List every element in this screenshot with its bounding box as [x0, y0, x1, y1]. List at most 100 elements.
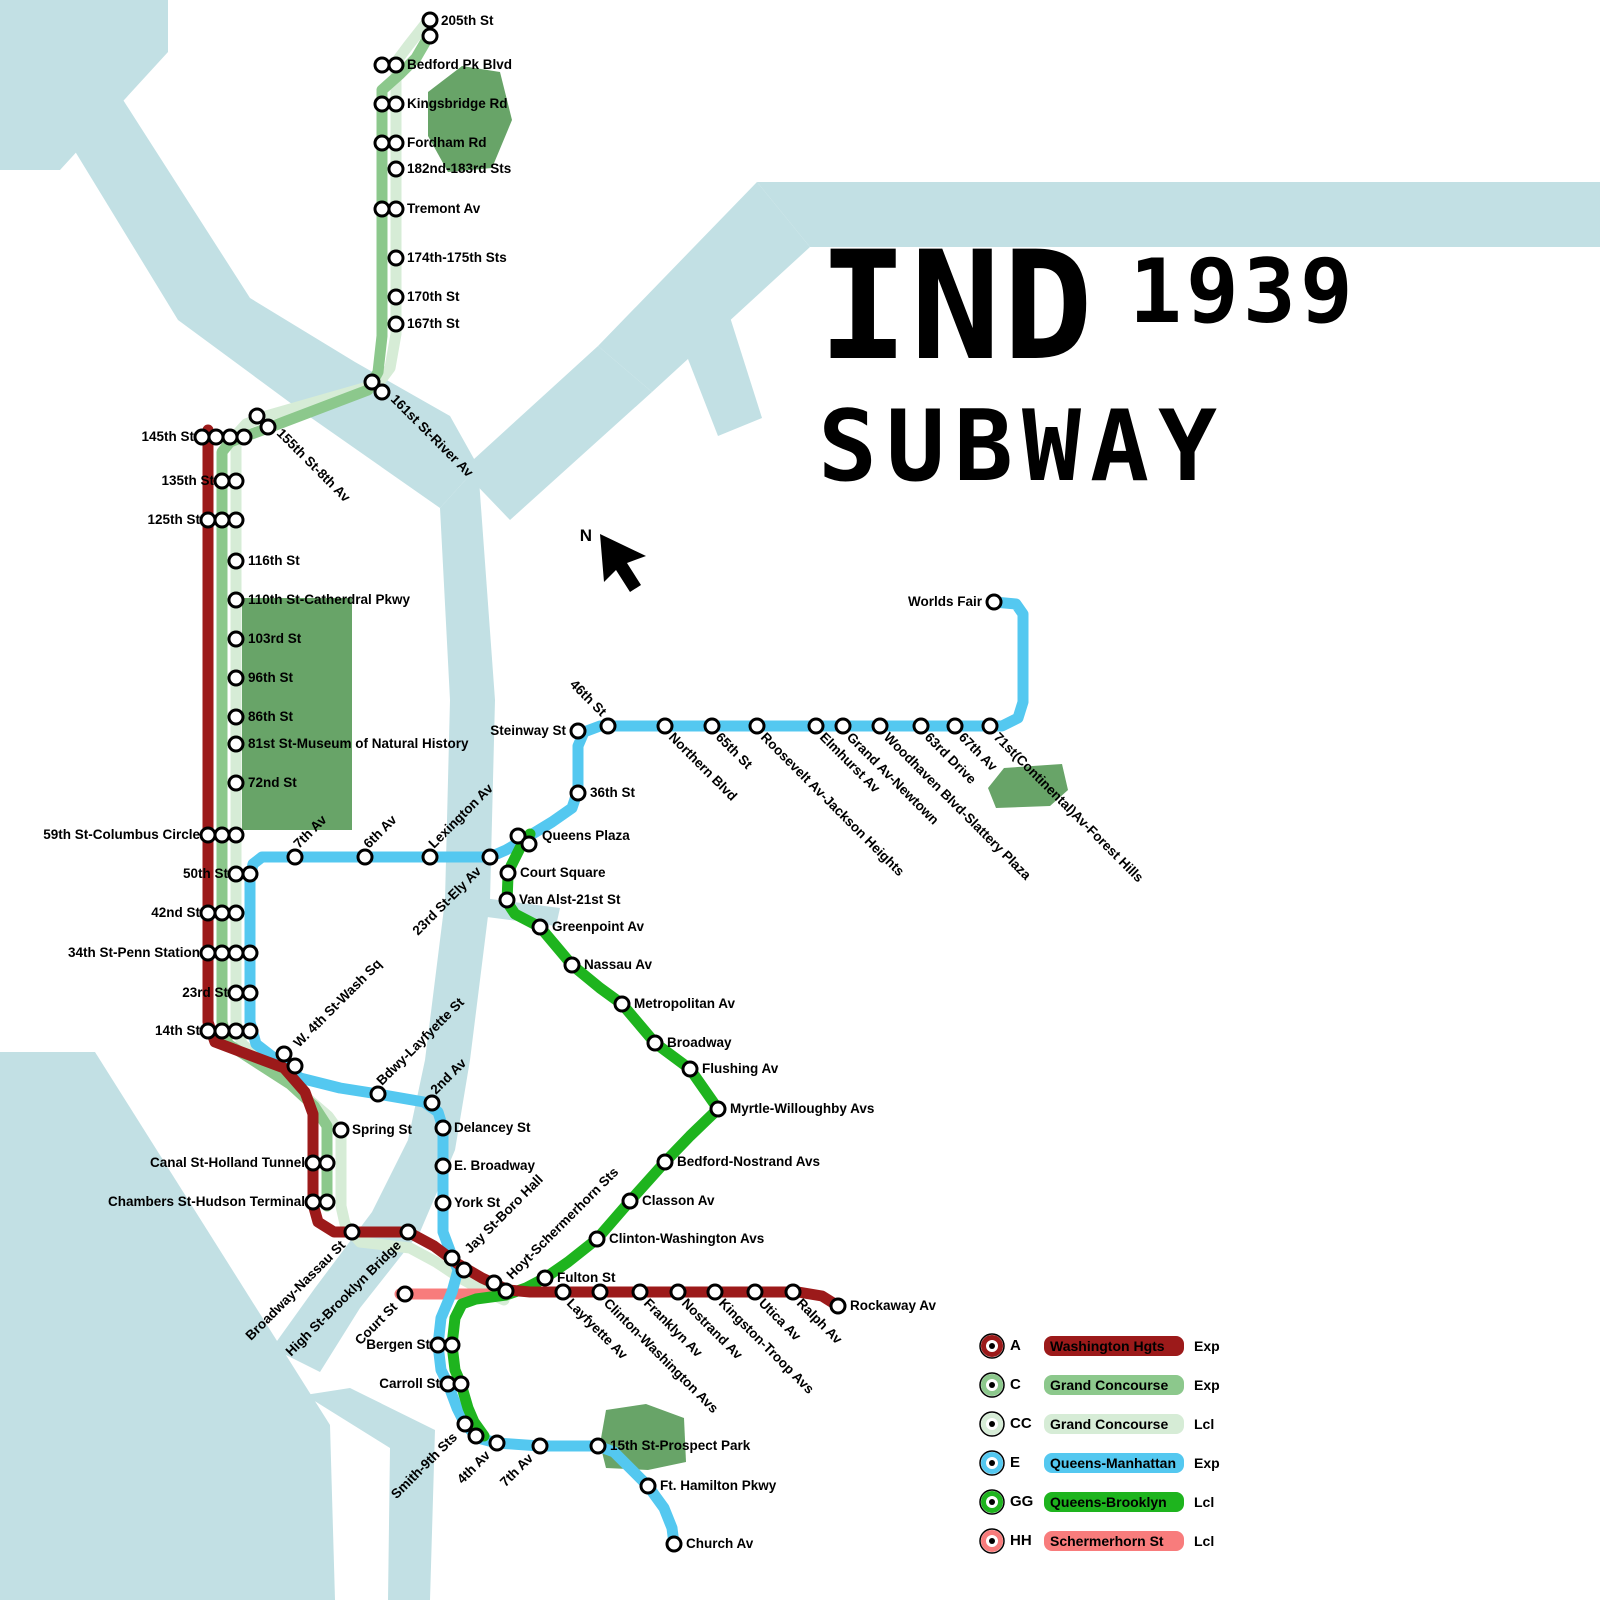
station-label: 23rd St [182, 985, 228, 1000]
legend-row-a: A Washington Hgts Exp [978, 1326, 1220, 1365]
station-marker [807, 717, 825, 735]
legend-route-name: Schermerhorn St [1044, 1530, 1184, 1551]
station-label: 36th St [590, 785, 636, 800]
station-marker [373, 134, 391, 152]
station-marker [498, 891, 516, 909]
legend-service-letter: E [1010, 1454, 1021, 1471]
station-marker [467, 1427, 485, 1445]
station-marker [631, 1283, 649, 1301]
station-marker [536, 1269, 554, 1287]
station-label: 72nd St [248, 775, 297, 790]
station-marker [497, 1282, 515, 1300]
station-label: 116th St [248, 553, 300, 568]
station-marker [387, 249, 405, 267]
legend-row-c: C Grand Concourse Exp [978, 1365, 1220, 1404]
station-label: 59th St-Columbus Circle [43, 827, 200, 842]
station-marker [981, 717, 999, 735]
subway-line-cc-grand-concourse-lcl [230, 12, 510, 1306]
station-label: 86th St [248, 709, 294, 724]
station-marker [703, 717, 721, 735]
station-marker [443, 1336, 461, 1354]
station-marker [396, 1285, 414, 1303]
station-marker [227, 669, 245, 687]
station-label: Delancey St [454, 1120, 531, 1135]
water-area [62, 92, 478, 508]
station-marker [213, 472, 231, 490]
legend-line-symbol [979, 1488, 1005, 1515]
park-area [428, 66, 512, 172]
legend: A Washington Hgts Exp C Grand Concourse … [978, 1326, 1220, 1560]
park-area [600, 1404, 686, 1470]
station-marker [318, 1193, 336, 1211]
station-marker [387, 288, 405, 306]
legend-row-cc: CC Grand Concourse Lcl [978, 1404, 1220, 1443]
station-label: 42nd St [151, 905, 200, 920]
station-label: 4th Av [454, 1447, 493, 1486]
station-label: Ft. Hamilton Pkwy [660, 1478, 777, 1493]
station-marker [373, 95, 391, 113]
station-label: 145th St [141, 429, 194, 444]
legend-line-symbol [979, 1332, 1005, 1359]
station-label: 182nd-183rd Sts [407, 161, 511, 176]
station-label: 125th St [147, 512, 200, 527]
station-marker [434, 1194, 452, 1212]
station-marker [912, 717, 930, 735]
station-label: Bedford Pk Blvd [407, 57, 512, 72]
station-marker [373, 56, 391, 74]
station-marker [387, 56, 405, 74]
station-label: Classon Av [642, 1193, 715, 1208]
legend-line-symbol [979, 1527, 1005, 1554]
station-marker [356, 848, 374, 866]
station-marker [213, 1022, 231, 1040]
station-marker [193, 428, 211, 446]
station-label: 50th St [183, 866, 229, 881]
station-marker [985, 593, 1003, 611]
station-marker [946, 717, 964, 735]
station-marker [199, 826, 217, 844]
station-label: Carroll St [379, 1376, 440, 1391]
station-marker [248, 407, 266, 425]
legend-route-name: Washington Hgts [1044, 1335, 1184, 1356]
station-marker [554, 1283, 572, 1301]
station-marker [509, 827, 527, 845]
water-area [0, 0, 168, 170]
station-label: 81st St-Museum of Natural History [248, 736, 469, 751]
station-marker [227, 984, 245, 1002]
water-area [757, 182, 1600, 247]
station-marker [213, 826, 231, 844]
station-marker [499, 864, 517, 882]
station-marker [829, 1297, 847, 1315]
station-label: Queens Plaza [542, 828, 630, 843]
station-marker [369, 1085, 387, 1103]
station-label: Broadway [667, 1035, 732, 1050]
station-marker [421, 27, 439, 45]
station-label: York St [454, 1195, 501, 1210]
station-marker [227, 774, 245, 792]
station-marker [199, 511, 217, 529]
station-label: 96th St [248, 670, 294, 685]
station-label: 15th St-Prospect Park [610, 1438, 751, 1453]
station-marker [241, 984, 259, 1002]
station-label: Church Av [686, 1536, 754, 1551]
station-marker [227, 1022, 245, 1040]
station-marker [421, 848, 439, 866]
station-marker [591, 1283, 609, 1301]
station-label: 46th St [567, 677, 610, 720]
station-label: Court Square [520, 865, 606, 880]
station-marker [588, 1230, 606, 1248]
legend-route-name: Queens-Manhattan [1044, 1452, 1184, 1473]
station-marker [235, 428, 253, 446]
legend-service-letter: GG [1010, 1493, 1034, 1510]
station-marker [681, 1060, 699, 1078]
station-marker [332, 1121, 350, 1139]
water-area [672, 292, 762, 436]
station-label: 7th Av [497, 1450, 536, 1489]
station-marker [452, 1375, 470, 1393]
station-marker [387, 315, 405, 333]
station-label: 174th-175th Sts [407, 250, 507, 265]
station-marker [481, 848, 499, 866]
station-label: Nassau Av [584, 957, 653, 972]
legend-line-symbol [979, 1410, 1005, 1437]
station-marker [387, 134, 405, 152]
